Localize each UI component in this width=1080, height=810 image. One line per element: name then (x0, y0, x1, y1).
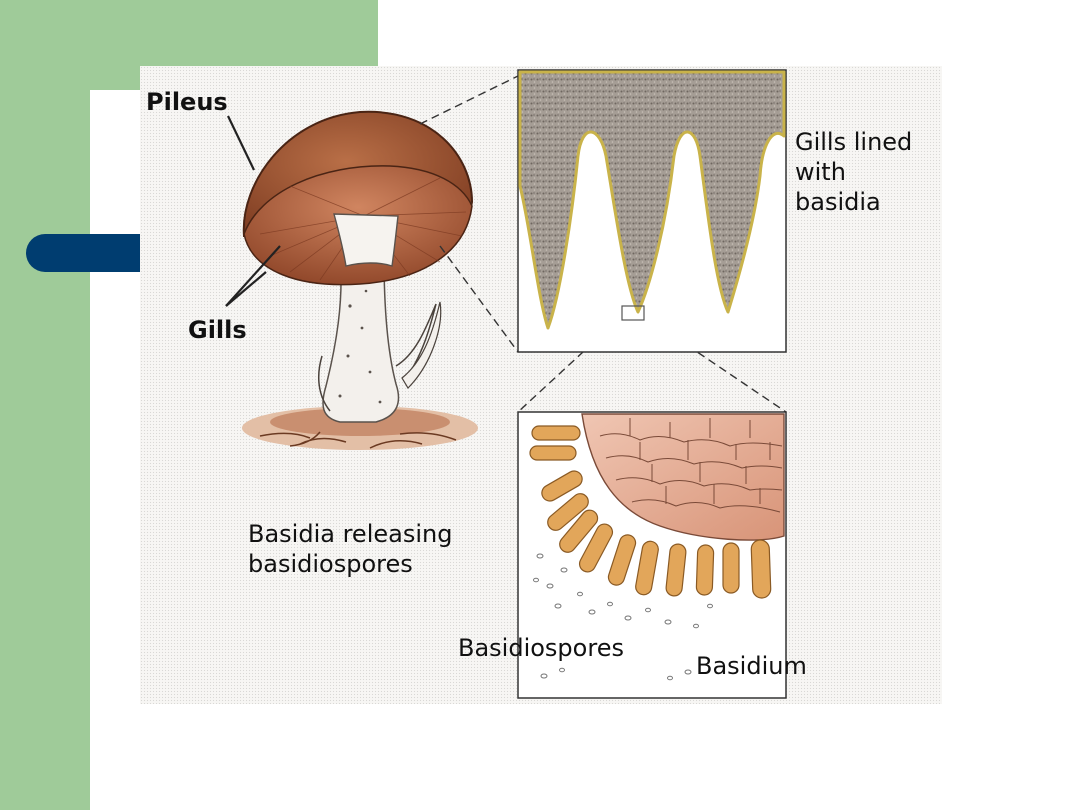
label-basidium: Basidium (696, 652, 807, 680)
label-releasing-1: Basidia releasing (248, 520, 453, 548)
diagram-drawing (225, 69, 787, 699)
slide-left-bar (0, 0, 90, 810)
label-gills-lined-1: Gills lined (795, 128, 913, 156)
gill-section-box (517, 69, 787, 353)
label-pileus: Pileus (146, 88, 228, 116)
mushroom-diagram: Pileus Gills Gills lined with basidia Ba… (140, 66, 942, 704)
basidia-closeup-box (517, 411, 787, 699)
label-gills-lined-3: basidia (795, 188, 881, 216)
label-releasing-2: basidiospores (248, 550, 413, 578)
cap (242, 110, 474, 286)
label-gills: Gills (188, 316, 247, 344)
label-basidiospores: Basidiospores (458, 634, 624, 662)
label-gills-lined-2: with (795, 158, 846, 186)
soil (242, 406, 478, 450)
stalk (317, 255, 442, 423)
